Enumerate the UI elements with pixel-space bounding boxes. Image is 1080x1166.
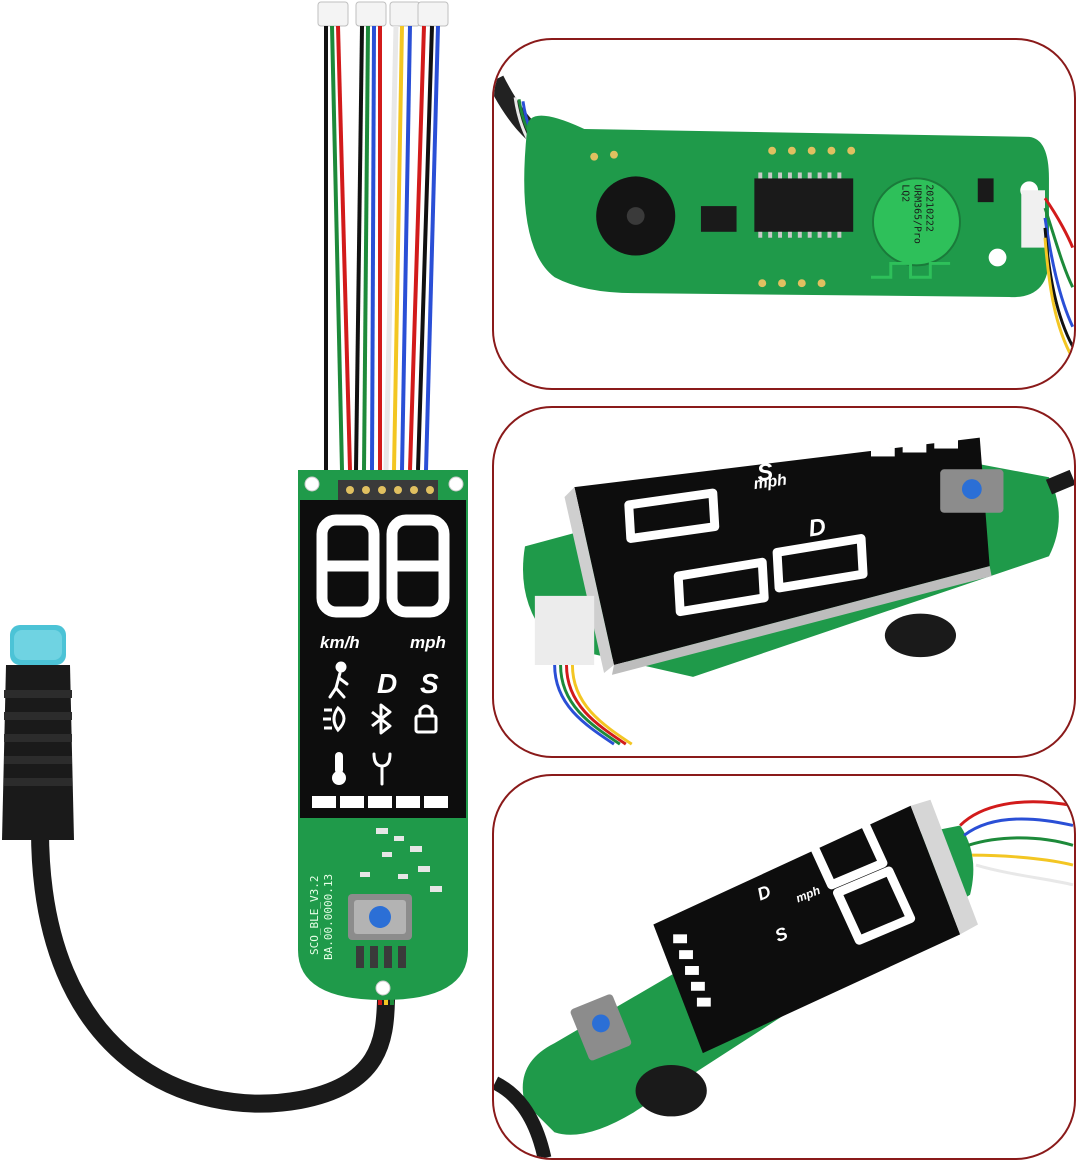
pcb-components	[360, 828, 442, 892]
main-chip	[754, 178, 854, 232]
wire-bundle	[324, 25, 440, 471]
mph-label: mph	[410, 633, 446, 652]
thermometer-icon	[332, 752, 346, 785]
pcb-model-label: SCO_BLE_V3.2	[308, 876, 321, 955]
wrench-icon	[372, 752, 392, 786]
bluetooth-module-chip: LQ2 URM365/Pro 20210222	[871, 177, 961, 267]
padlock-icon	[414, 704, 438, 734]
speed-digits	[316, 514, 450, 618]
svg-text:SCO_BLE_V3.2: SCO_BLE_V3.2	[308, 876, 321, 955]
pcb-board: km/h mph D S	[298, 470, 468, 1000]
svg-text:BA.00.0000.13: BA.00.0000.13	[322, 874, 335, 960]
waterproof-connector	[2, 625, 74, 840]
svg-text:S: S	[756, 459, 775, 487]
chip-label-line2: URM365/Pro	[912, 184, 923, 244]
bottom-pads	[356, 946, 406, 968]
bluetooth-icon	[371, 703, 392, 735]
board-angled-illustration: km/h mph D S	[494, 799, 1074, 1158]
tactile-button	[348, 894, 412, 940]
headlight-icon	[323, 705, 346, 733]
kmh-label: km/h	[320, 633, 360, 652]
mode-s-label: S	[420, 668, 439, 699]
header-pins	[338, 480, 438, 500]
svg-text:D: D	[807, 514, 828, 542]
side-connector	[1021, 190, 1074, 360]
walking-person-icon	[328, 661, 349, 699]
tactile-button-side	[570, 994, 632, 1061]
pcb-part-number-label: BA.00.0000.13	[322, 874, 335, 960]
lcd-angled-illustration: mph D S	[523, 437, 1074, 746]
chip-label-line3: 20210222	[923, 184, 934, 232]
mode-d-label: D	[377, 668, 397, 699]
chip-label-line1: LQ2	[900, 184, 911, 202]
battery-level-bars	[312, 796, 448, 808]
svg-text:mph: mph	[753, 472, 788, 493]
pcb-back-illustration: LQ2 URM365/Pro 20210222	[494, 75, 1074, 360]
tactile-button-angled	[940, 469, 1004, 513]
pcb-back-photo-panel: LQ2 URM365/Pro 20210222	[492, 38, 1076, 390]
wire-connector-top	[317, 1, 449, 27]
lcd-angled-photo-panel: mph D S	[492, 406, 1076, 758]
board-angled-photo-panel: km/h mph D S	[492, 774, 1076, 1160]
buzzer	[596, 176, 676, 256]
